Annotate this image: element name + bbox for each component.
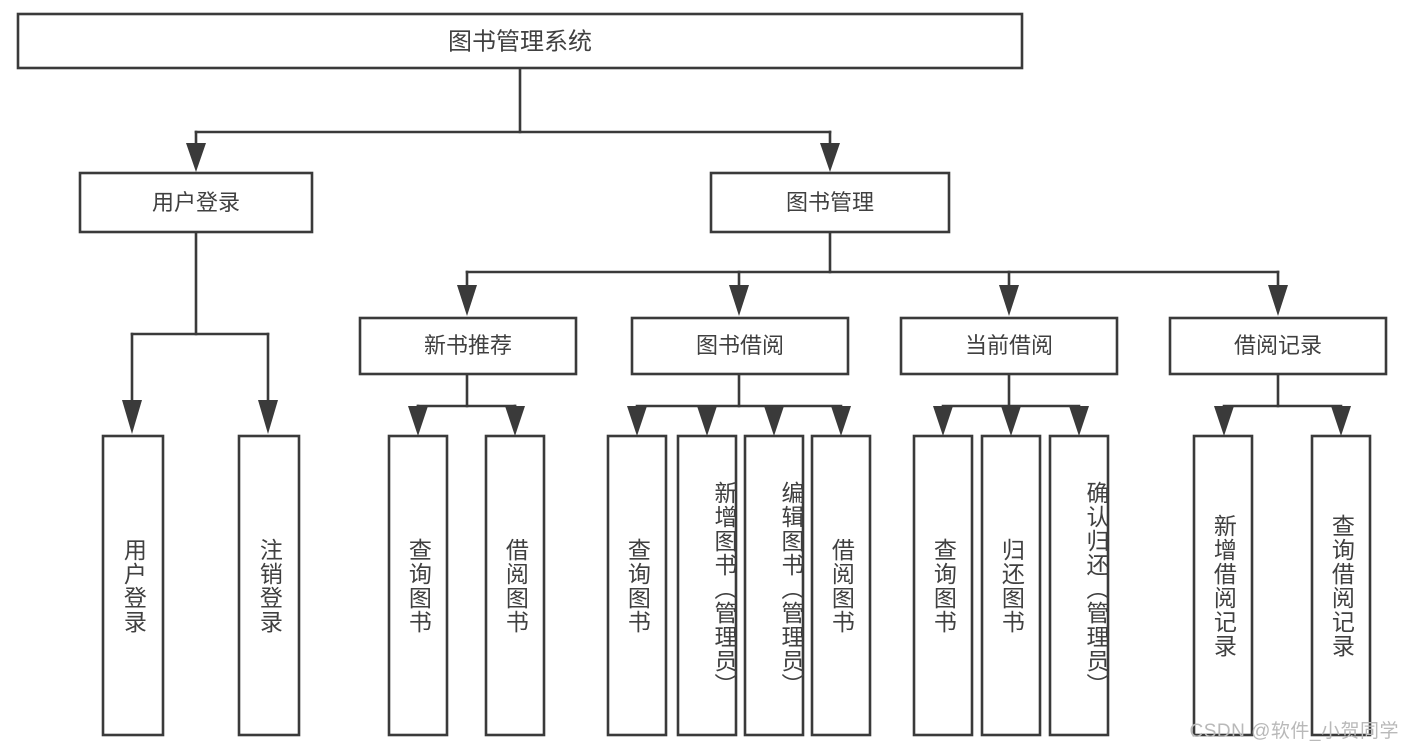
leaf-confirm-return-box[interactable]: [1048, 434, 1110, 737]
node-user-login[interactable]: 用户登录: [78, 171, 314, 234]
arrow-head-current-borrow: [999, 285, 1019, 316]
leaf-user-login-box[interactable]: [101, 434, 165, 737]
node-user-login-box[interactable]: [78, 171, 314, 234]
node-book-borrow-label: 图书借阅: [696, 333, 784, 358]
leaf-borrow-book-2-box[interactable]: [810, 434, 872, 737]
node-current-borrow[interactable]: 当前借阅: [899, 316, 1119, 376]
connector-layer: [122, 66, 1351, 436]
arrow-head-leaf-query-book-1: [408, 406, 428, 436]
node-borrow-record-box[interactable]: [1168, 316, 1388, 376]
leaf-borrow-book-1-box[interactable]: [484, 434, 546, 737]
leaf-box-layer: [101, 434, 1372, 737]
node-new-book-rec-box[interactable]: [358, 316, 578, 376]
arrow-head-borrow-record: [1268, 285, 1288, 316]
arrow-head-leaf-query-book-2: [627, 406, 647, 436]
node-book-manage-box[interactable]: [709, 171, 951, 234]
node-root-box[interactable]: [16, 12, 1024, 70]
node-book-borrow-box[interactable]: [630, 316, 850, 376]
leaf-add-record-box[interactable]: [1192, 434, 1254, 737]
watermark-text: CSDN @软件_小贺同学: [1189, 721, 1399, 742]
node-borrow-record[interactable]: 借阅记录: [1168, 316, 1388, 376]
leaf-add-book-box[interactable]: [676, 434, 738, 737]
arrow-head-book-borrow: [729, 285, 749, 316]
leaf-query-record-box[interactable]: [1310, 434, 1372, 737]
arrow-head-new-book-rec: [457, 285, 477, 316]
leaf-edit-book-box[interactable]: [743, 434, 805, 737]
leaf-query-book-1-box[interactable]: [387, 434, 449, 737]
arrow-head-leaf-confirm-return: [1069, 406, 1089, 436]
arrow-head-leaf-logout: [258, 400, 278, 434]
arrow-head-leaf-user-login: [122, 400, 142, 434]
arrow-head-leaf-query-book-3: [933, 406, 953, 436]
arrow-head-book-manage: [820, 143, 840, 172]
arrow-head-user-login: [186, 143, 206, 172]
node-book-borrow[interactable]: 图书借阅: [630, 316, 850, 376]
node-borrow-record-label: 借阅记录: [1234, 333, 1322, 358]
node-root[interactable]: 图书管理系统: [16, 12, 1024, 70]
arrow-head-leaf-add-record: [1214, 406, 1234, 436]
node-root-label: 图书管理系统: [448, 28, 592, 55]
node-book-manage-label: 图书管理: [786, 190, 874, 215]
leaf-logout-box[interactable]: [237, 434, 301, 737]
node-user-login-label: 用户登录: [152, 190, 240, 215]
node-current-borrow-label: 当前借阅: [965, 333, 1053, 358]
arrow-head-leaf-add-book: [697, 406, 717, 436]
arrow-head-leaf-edit-book: [764, 406, 784, 436]
leaf-query-book-2-box[interactable]: [606, 434, 668, 737]
node-new-book-rec-label: 新书推荐: [424, 333, 512, 358]
node-new-book-rec[interactable]: 新书推荐: [358, 316, 578, 376]
leaf-return-book-box[interactable]: [980, 434, 1042, 737]
arrow-head-leaf-borrow-book-1: [505, 406, 525, 436]
arrow-head-leaf-return-book: [1001, 406, 1021, 436]
node-book-manage[interactable]: 图书管理: [709, 171, 951, 234]
arrow-head-leaf-borrow-book-2: [831, 406, 851, 436]
arrow-head-leaf-query-record: [1331, 406, 1351, 436]
node-current-borrow-box[interactable]: [899, 316, 1119, 376]
leaf-query-book-3-box[interactable]: [912, 434, 974, 737]
